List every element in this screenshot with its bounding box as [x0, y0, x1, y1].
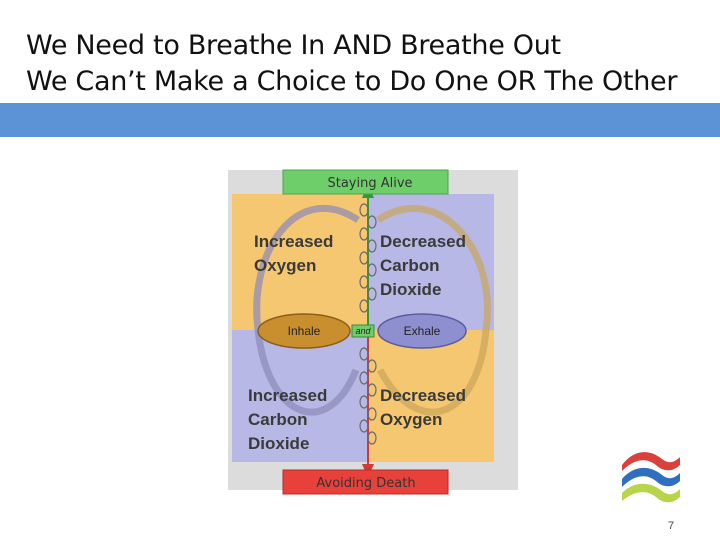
title-line-1: We Need to Breathe In AND Breathe Out — [26, 30, 561, 61]
top-goal-box — [282, 169, 449, 195]
title-line-2: We Can’t Make a Choice to Do One OR The … — [26, 66, 678, 97]
loop-arrow-right — [376, 204, 491, 416]
bottom-fear-label: Avoiding Death — [316, 476, 415, 491]
exhale-label: Exhale — [404, 324, 441, 338]
logo-green-wave — [622, 483, 680, 503]
lower-right-text: Decreased Oxygen — [380, 386, 471, 429]
slide-title: We Need to Breathe In AND Breathe Out We… — [26, 28, 706, 100]
logo-red-wave — [622, 452, 680, 471]
quadrant-lower-right — [368, 330, 494, 462]
upper-right-text: Decreased Carbon Dioxide — [380, 232, 471, 299]
upper-left-text: Increased Oxygen — [254, 232, 338, 275]
and-connector — [351, 324, 375, 338]
inhale-pole — [257, 313, 351, 349]
inhale-label: Inhale — [288, 324, 321, 338]
infinity-chain — [359, 203, 377, 445]
polarity-map-diagram: Staying Alive Avoiding Death Increased O… — [228, 140, 518, 502]
and-label: and — [355, 326, 371, 336]
exhale-pole — [377, 313, 467, 349]
organization-logo — [614, 445, 686, 505]
page-number: 7 — [668, 520, 675, 532]
title-accent-bar — [0, 103, 720, 137]
lower-left-text: Increased Carbon Dioxide — [248, 386, 332, 453]
logo-blue-wave — [622, 467, 680, 487]
top-goal-label: Staying Alive — [327, 176, 412, 191]
bottom-fear-box — [282, 469, 449, 495]
